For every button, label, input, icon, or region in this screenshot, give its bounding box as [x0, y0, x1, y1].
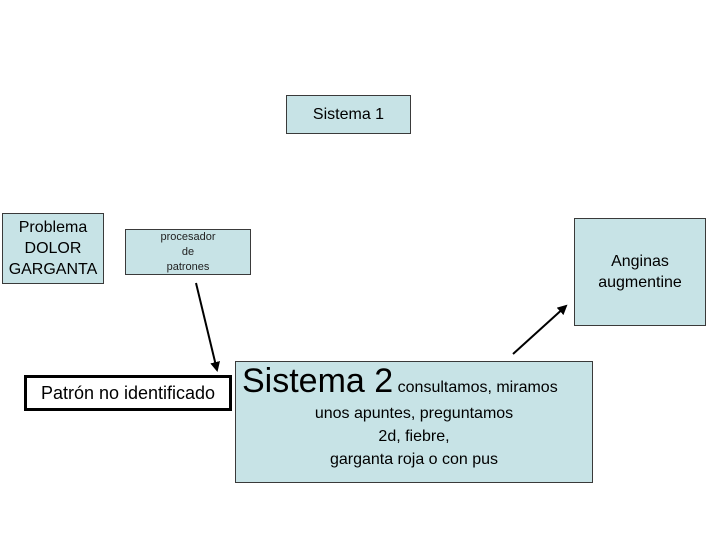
arrow-sistema2-to-anginas: [512, 304, 568, 355]
patron-no-identificado-box: Patrón no identificado: [24, 375, 232, 411]
sistema-2-body: unos apuntes, preguntamos 2d, fiebre, ga…: [236, 402, 592, 471]
anginas-line-2: augmentine: [598, 274, 682, 291]
problema-box: Problema DOLOR GARGANTA: [2, 213, 104, 284]
sistema-1-box: Sistema 1: [286, 95, 411, 134]
arrow-procesador-to-patron: [195, 282, 220, 372]
sistema-2-title: Sistema 2: [242, 362, 394, 400]
procesador-line-1: procesador: [160, 230, 216, 243]
sistema-1-label: Sistema 1: [312, 105, 385, 123]
sistema-2-line-2: 2d, fiebre,: [378, 428, 450, 445]
patron-label: Patrón no identificado: [40, 382, 216, 403]
sistema-2-line-3: garganta roja o con pus: [329, 451, 499, 468]
anginas-box: Anginas augmentine: [574, 218, 706, 326]
sistema-2-box: Sistema 2 consultamos, miramos unos apun…: [235, 361, 593, 483]
procesador-line-2: de: [181, 245, 195, 258]
procesador-line-3: patrones: [166, 260, 210, 273]
problema-line-3: GARGANTA: [8, 261, 98, 278]
problema-line-2: DOLOR: [24, 240, 82, 257]
sistema-2-heading: Sistema 2 consultamos, miramos: [242, 362, 558, 401]
sistema-2-line-1: unos apuntes, preguntamos: [314, 405, 514, 422]
sistema-2-inline-text: consultamos, miramos: [397, 379, 558, 396]
anginas-line-1: Anginas: [611, 253, 669, 270]
problema-line-1: Problema: [18, 219, 88, 236]
procesador-box: procesador de patrones: [125, 229, 251, 275]
